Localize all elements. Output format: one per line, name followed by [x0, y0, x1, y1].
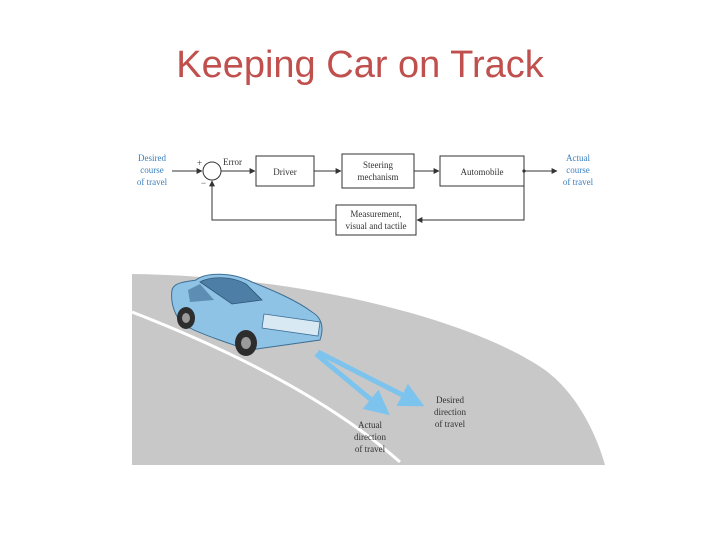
road-illustration: Actual direction of travel Desired direc… [131, 273, 605, 465]
desired-direction-label-2: direction [434, 407, 466, 417]
measurement-label-2: visual and tactile [346, 221, 407, 231]
driver-label: Driver [273, 167, 297, 177]
desired-course-label-3: of travel [137, 177, 168, 187]
actual-direction-label-3: of travel [355, 444, 386, 454]
actual-direction-label-2: direction [354, 432, 386, 442]
desired-course-label-2: course [140, 165, 164, 175]
actual-course-label-3: of travel [563, 177, 594, 187]
actual-course-label-1: Actual [566, 153, 590, 163]
steering-label-2: mechanism [358, 172, 399, 182]
feedback-line-out [209, 180, 336, 221]
error-label: Error [223, 157, 242, 167]
plus-sign: + [197, 158, 202, 168]
desired-direction-arrow [316, 349, 425, 407]
desired-direction-label-1: Desired [436, 395, 464, 405]
slide-title: Keeping Car on Track [176, 44, 544, 86]
lane-marking [131, 310, 401, 464]
actual-direction-label-1: Actual [358, 420, 382, 430]
automobile-block [439, 155, 525, 187]
minus-sign: − [201, 178, 206, 188]
windshield [199, 277, 263, 305]
desired-course-label-1: Desired [138, 153, 166, 163]
car [171, 273, 323, 356]
measurement-block [335, 204, 417, 236]
rear-hub [182, 313, 190, 323]
feedback-line-in [416, 171, 525, 223]
front-hub [241, 337, 251, 349]
car-grille [261, 313, 321, 337]
driver-block [255, 155, 315, 187]
automobile-label: Automobile [461, 167, 504, 177]
measurement-label-1: Measurement, [350, 209, 401, 219]
block-diagram: Desired course of travel + − Error Drive… [137, 153, 594, 236]
actual-course-label-2: course [566, 165, 590, 175]
actual-direction-arrow [314, 352, 390, 416]
side-window [188, 284, 214, 302]
steering-label-1: Steering [363, 160, 393, 170]
desired-direction-label-3: of travel [435, 419, 466, 429]
steering-mechanism-block [341, 153, 415, 189]
